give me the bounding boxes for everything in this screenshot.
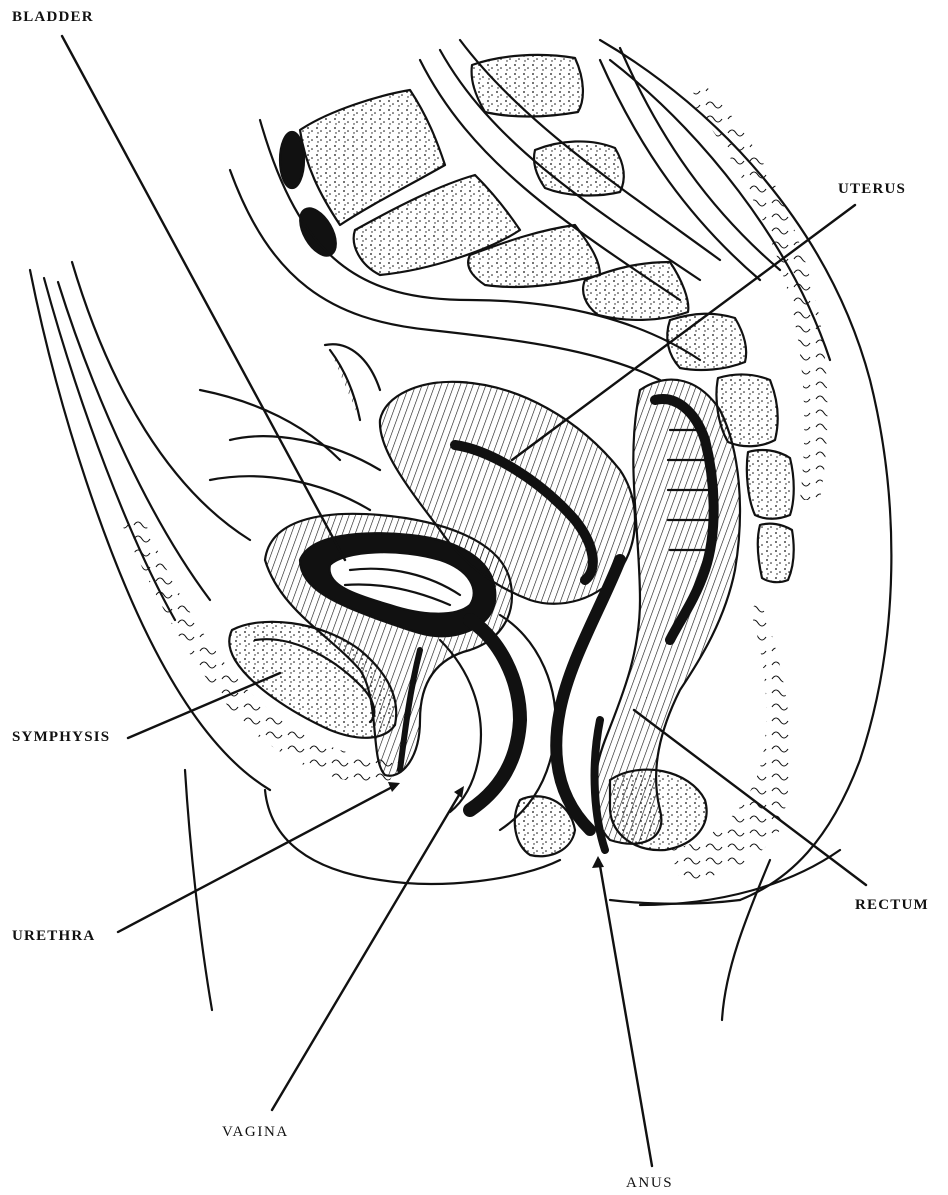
thigh-back bbox=[722, 860, 770, 1020]
anterior-wall-inner-3 bbox=[72, 262, 250, 540]
label-bladder: BLADDER bbox=[12, 10, 94, 25]
perineum-curve bbox=[265, 790, 560, 884]
vagina-dark bbox=[470, 620, 520, 810]
label-vagina: VAGINA bbox=[222, 1125, 289, 1140]
label-anus: ANUS bbox=[626, 1176, 673, 1191]
label-rectum: RECTUM bbox=[855, 898, 929, 913]
label-urethra: URETHRA bbox=[12, 929, 95, 944]
foramen-1 bbox=[280, 132, 304, 188]
leader-vagina bbox=[272, 790, 462, 1110]
lower-body-curve bbox=[610, 900, 740, 904]
label-uterus: UTERUS bbox=[838, 182, 906, 197]
anal-sphincter bbox=[610, 770, 707, 851]
leader-bladder bbox=[62, 36, 345, 560]
label-symphysis: SYMPHYSIS bbox=[12, 730, 110, 745]
anterior-wall-inner-2 bbox=[58, 282, 210, 600]
leader-urethra bbox=[118, 785, 396, 932]
arrow-anus bbox=[592, 856, 604, 868]
